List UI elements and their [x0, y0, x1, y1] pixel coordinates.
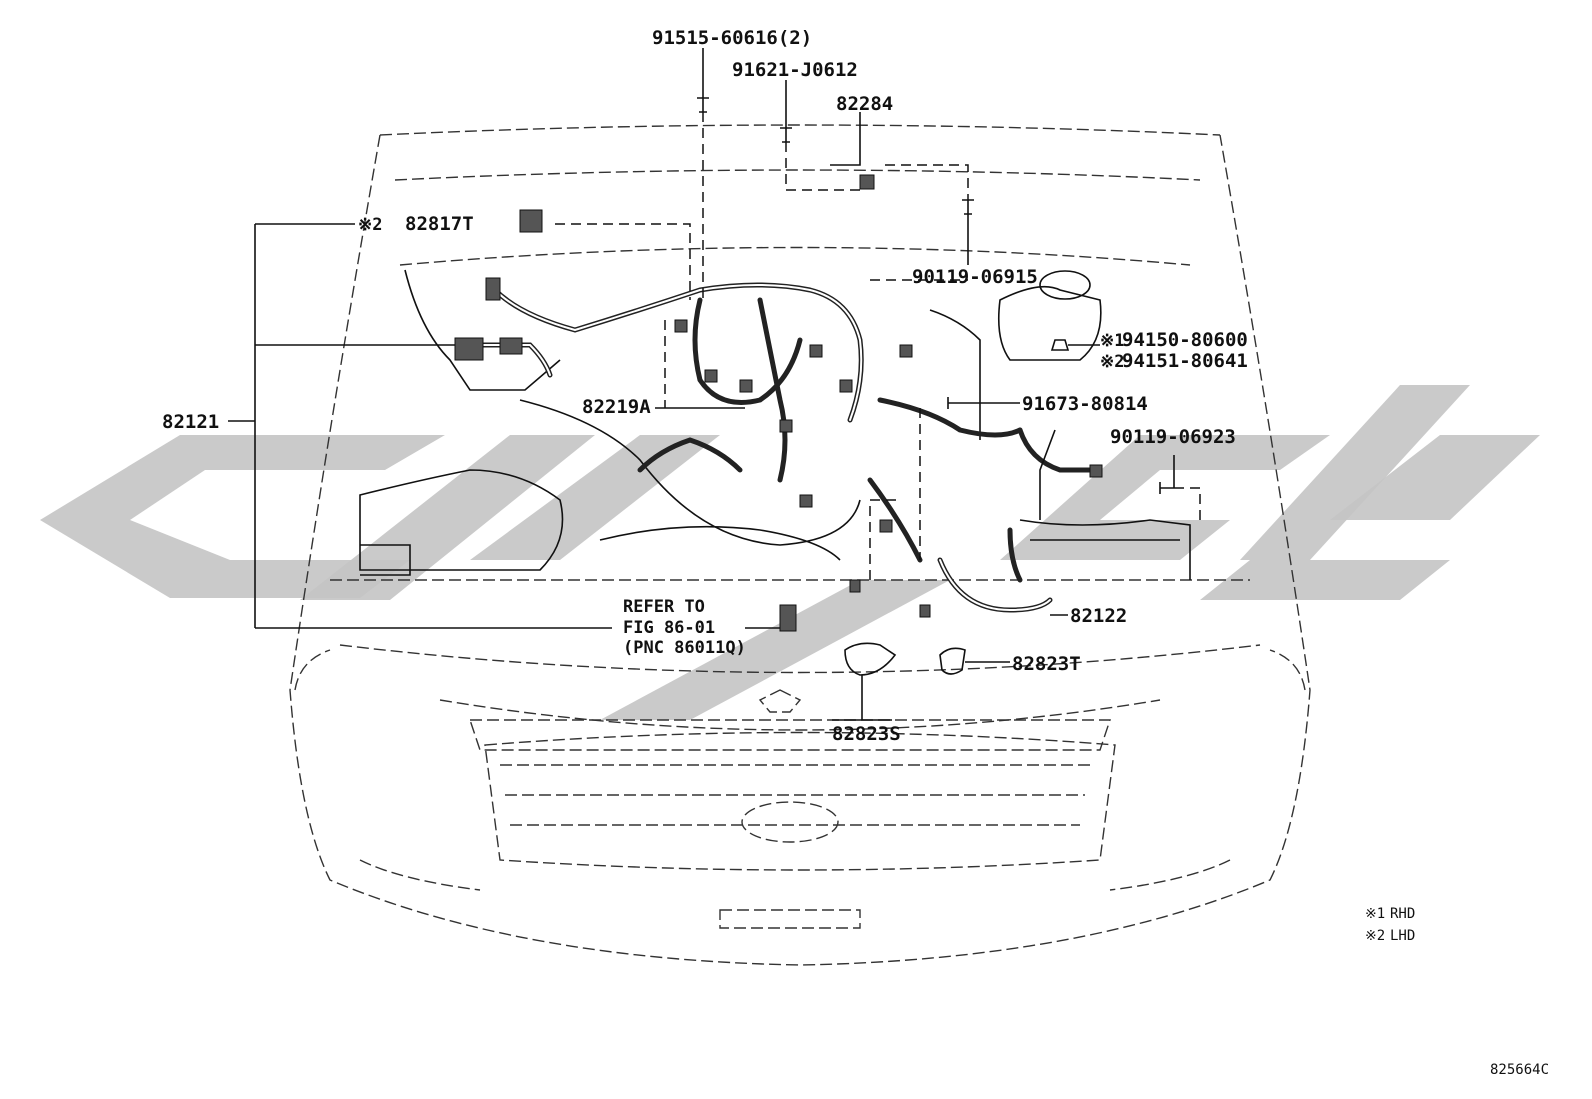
callout-94151-80641: 94151-80641	[1122, 350, 1248, 372]
figure-code: 825664C	[1490, 1062, 1549, 1078]
wire-harness	[467, 282, 1093, 613]
reference-line-1: REFER TO	[623, 597, 705, 617]
legend-text-rhd: RHD	[1390, 906, 1415, 922]
callout-82122: 82122	[1070, 605, 1127, 627]
callout-90119-06923: 90119-06923	[1110, 426, 1236, 448]
callout-91515-60616: 91515-60616(2)	[652, 27, 812, 49]
callout-91673-80814: 91673-80814	[1022, 393, 1148, 415]
callout-91621-J0612: 91621-J0612	[732, 59, 858, 81]
callout-82219A: 82219A	[582, 396, 651, 418]
callout-82284: 82284	[836, 93, 893, 115]
bolt-icons	[697, 97, 1174, 494]
vehicle-outline	[289, 124, 1311, 966]
connectors	[454, 174, 1103, 676]
legend-mark-1: ※1	[1365, 906, 1385, 922]
callout-82817T: 82817T	[405, 213, 474, 235]
rhd-mark-94150: ※1	[1100, 331, 1124, 351]
callout-82823S: 82823S	[832, 723, 901, 745]
reference-line-3: (PNC 86011Q)	[623, 638, 746, 658]
callout-82121: 82121	[162, 411, 219, 433]
callout-82823T: 82823T	[1012, 653, 1081, 675]
callout-94150-80600: 94150-80600	[1122, 329, 1248, 351]
leader-lines	[228, 48, 1201, 721]
callout-90119-06915: 90119-06915	[912, 266, 1038, 288]
legend-mark-2: ※2	[1365, 928, 1385, 944]
legend-text-lhd: LHD	[1390, 928, 1415, 944]
watermark-logo	[40, 385, 1540, 720]
reference-line-2: FIG 86-01	[623, 618, 715, 638]
part-labels: 91515-60616(2) 91621-J0612 82284 ※2 8281…	[162, 27, 1549, 1078]
lhd-mark-82817T: ※2	[358, 215, 382, 235]
engine-components	[359, 269, 1191, 580]
lhd-mark-94151: ※2	[1100, 352, 1124, 372]
